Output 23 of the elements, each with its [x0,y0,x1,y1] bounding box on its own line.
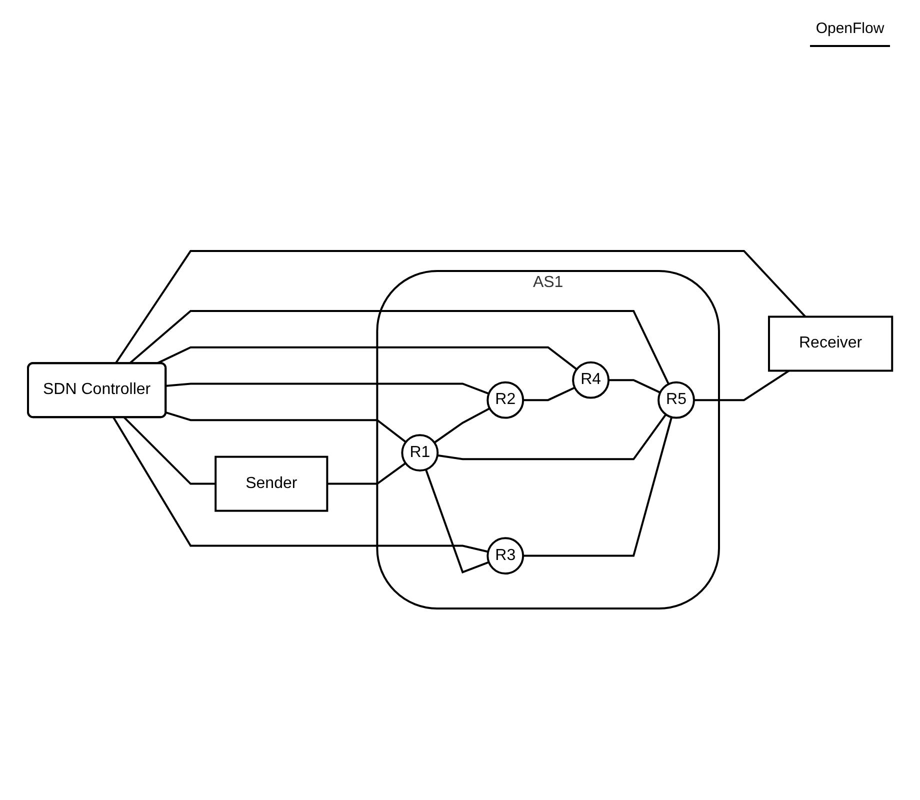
node-circle: R2 [486,382,524,420]
connector [114,250,806,364]
connector [128,310,670,385]
connector [424,469,490,574]
connector [523,386,576,402]
connector [166,382,490,395]
connector [608,379,661,394]
connector [327,462,406,486]
connector [523,417,672,558]
connector [156,346,578,370]
node-circle: R4 [572,362,610,400]
node-box: Sender [214,456,328,512]
connector [112,417,488,553]
connector [437,414,667,460]
node-circle: R1 [401,434,439,472]
connector [434,408,490,444]
connector [694,370,790,402]
connector [124,417,216,486]
node-circle: R5 [657,382,695,420]
legend-text: OpenFlow [816,20,884,37]
connector [166,412,406,444]
node-box: Receiver [768,316,894,372]
node-circle: R3 [486,537,524,575]
